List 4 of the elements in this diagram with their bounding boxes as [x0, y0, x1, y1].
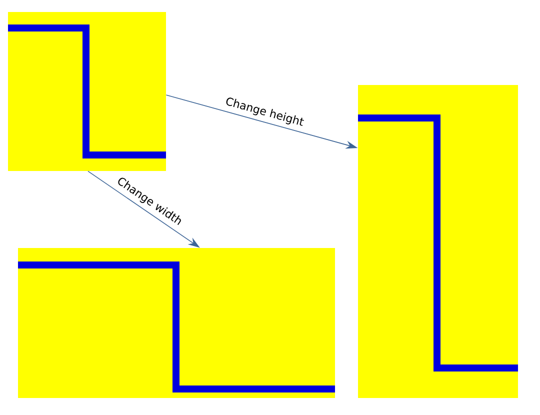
- step-panel-drawing: [358, 85, 518, 398]
- step-panel-drawing: [18, 248, 335, 398]
- edge-label: Change height: [226, 98, 304, 126]
- step-panel-drawing: [8, 12, 166, 171]
